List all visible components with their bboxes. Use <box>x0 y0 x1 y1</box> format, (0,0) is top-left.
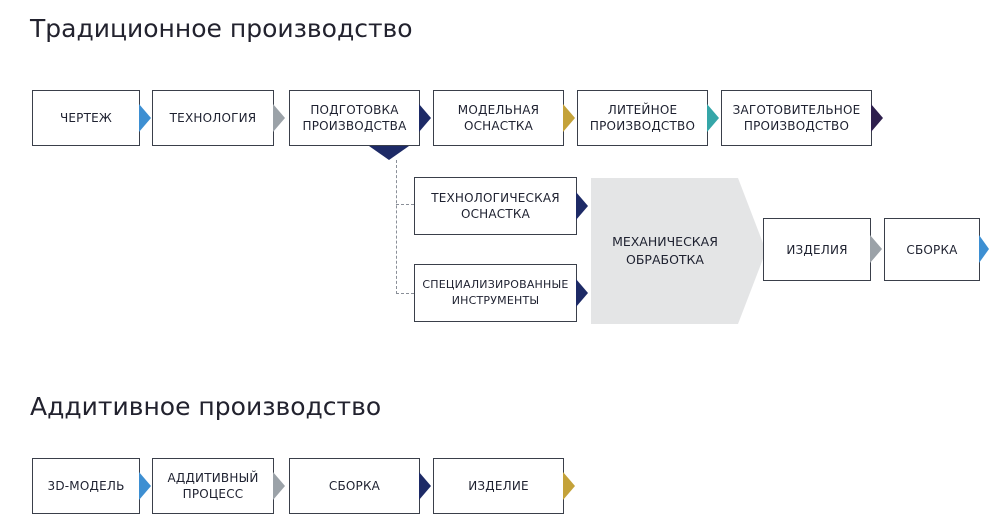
step-additive-assembly: СБОРКА <box>289 458 420 514</box>
step-assembly-arrow-icon <box>979 235 989 263</box>
step-special-tools: СПЕЦИАЛИЗИРОВАННЫЕ ИНСТРУМЕНТЫ <box>414 264 577 322</box>
step-drawing-label: ЧЕРТЕЖ <box>59 111 113 125</box>
step-production-prep: ПОДГОТОВКА ПРОИЗВОДСТВА <box>289 90 420 146</box>
step-foundry-arrow-icon <box>707 104 719 132</box>
step-additive-process: АДДИТИВНЫЙ ПРОЦЕСС <box>152 458 274 514</box>
step-additive-assembly-label: СБОРКА <box>328 479 381 493</box>
step-product-label: ИЗДЕЛИЕ <box>468 479 529 493</box>
step-products: ИЗДЕЛИЯ <box>763 218 871 281</box>
step-special-tools-label: СПЕЦИАЛИЗИРОВАННЫЕ ИНСТРУМЕНТЫ <box>422 278 569 307</box>
step-process-tooling: ТЕХНОЛОГИЧЕСКАЯ ОСНАСТКА <box>414 177 577 235</box>
step-assembly: СБОРКА <box>884 218 980 281</box>
step-product: ИЗДЕЛИЕ <box>433 458 564 514</box>
step-product-arrow-icon <box>563 472 575 500</box>
step-pattern-tooling-arrow-icon <box>563 104 575 132</box>
branch-connector-vertical <box>396 160 397 294</box>
step-3d-model-label: 3D-МОДЕЛЬ <box>47 479 125 493</box>
additive-production-title: Аддитивное производство <box>30 392 382 421</box>
step-products-arrow-icon <box>870 235 882 263</box>
step-additive-assembly-arrow-icon <box>419 472 431 500</box>
traditional-production-title: Традиционное производство <box>30 14 413 43</box>
branch-down-arrow-icon <box>369 146 409 160</box>
step-pattern-tooling: МОДЕЛЬНАЯ ОСНАСТКА <box>433 90 564 146</box>
branch-connector-upper <box>396 204 414 205</box>
step-machining: МЕХАНИЧЕСКАЯ ОБРАБОТКА <box>591 178 766 324</box>
step-special-tools-arrow-icon <box>576 279 588 307</box>
step-technology-arrow-icon <box>273 104 285 132</box>
step-production-prep-arrow-icon <box>419 104 431 132</box>
step-additive-process-arrow-icon <box>273 472 285 500</box>
step-technology-label: ТЕХНОЛОГИЯ <box>169 111 257 125</box>
step-blank-production: ЗАГОТОВИТЕЛЬНОЕ ПРОИЗВОДСТВО <box>721 90 872 146</box>
step-products-label: ИЗДЕЛИЯ <box>786 242 848 257</box>
step-foundry-label: ЛИТЕЙНОЕ ПРОИЗВОДСТВО <box>589 103 696 133</box>
step-pattern-tooling-label: МОДЕЛЬНАЯ ОСНАСТКА <box>457 103 540 133</box>
step-machining-label: МЕХАНИЧЕСКАЯ ОБРАБОТКА <box>612 234 718 267</box>
step-blank-production-arrow-icon <box>871 104 883 132</box>
step-3d-model-arrow-icon <box>139 472 151 500</box>
step-foundry: ЛИТЕЙНОЕ ПРОИЗВОДСТВО <box>577 90 708 146</box>
step-production-prep-label: ПОДГОТОВКА ПРОИЗВОДСТВА <box>302 103 407 133</box>
step-3d-model: 3D-МОДЕЛЬ <box>32 458 140 514</box>
branch-connector-lower <box>396 293 414 294</box>
step-process-tooling-arrow-icon <box>576 192 588 220</box>
step-additive-process-label: АДДИТИВНЫЙ ПРОЦЕСС <box>167 471 259 501</box>
step-process-tooling-label: ТЕХНОЛОГИЧЕСКАЯ ОСНАСТКА <box>431 191 560 221</box>
step-technology: ТЕХНОЛОГИЯ <box>152 90 274 146</box>
step-drawing-arrow-icon <box>139 104 151 132</box>
step-blank-production-label: ЗАГОТОВИТЕЛЬНОЕ ПРОИЗВОДСТВО <box>732 103 861 133</box>
step-assembly-label: СБОРКА <box>906 242 958 257</box>
step-drawing: ЧЕРТЕЖ <box>32 90 140 146</box>
